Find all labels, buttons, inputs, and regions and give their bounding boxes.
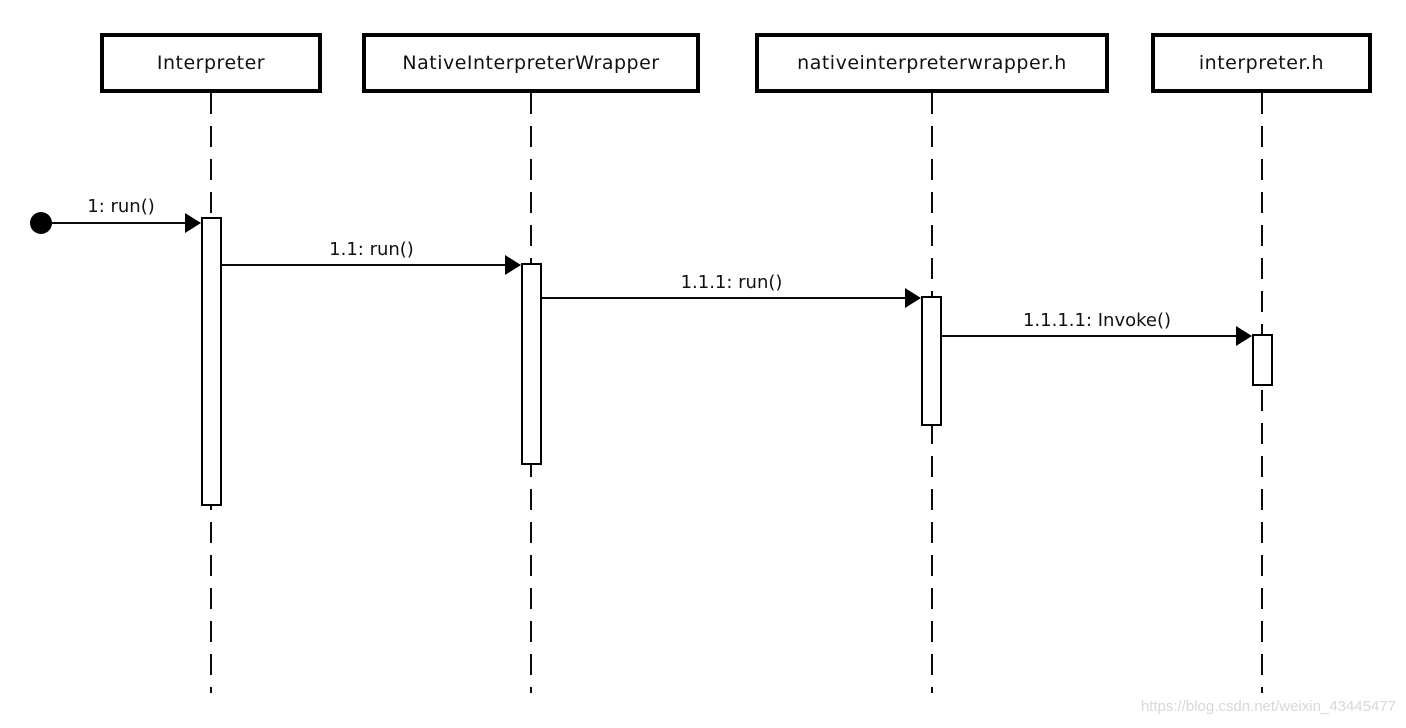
participant-label: NativeInterpreterWrapper <box>402 52 660 74</box>
message-line-1-1 <box>222 264 508 266</box>
participant-nativeinterpreterwrapper-h: nativeinterpreterwrapper.h <box>755 33 1109 93</box>
message-label-1-1: 1.1: run() <box>329 239 414 260</box>
message-label-1-1-1-1: 1.1.1.1: Invoke() <box>1022 310 1172 331</box>
message-line-1-1-1 <box>542 297 908 299</box>
participant-label: interpreter.h <box>1198 52 1325 74</box>
watermark-url: https://blog.csdn.net/weixin_43445477 <box>1140 698 1396 715</box>
arrowhead-icon <box>505 255 521 275</box>
activation-bar-native-interpreter-wrapper <box>521 263 542 465</box>
activation-bar-interpreter <box>201 217 222 506</box>
message-label-1: 1: run() <box>87 196 155 217</box>
lifeline-interpreter-h <box>1261 93 1263 693</box>
message-line-1 <box>41 222 188 224</box>
arrowhead-icon <box>1236 326 1252 346</box>
arrowhead-icon <box>905 288 921 308</box>
participant-native-interpreter-wrapper: NativeInterpreterWrapper <box>362 33 700 93</box>
message-line-1-1-1-1 <box>942 335 1239 337</box>
activation-bar-interpreter-h <box>1252 334 1273 386</box>
participant-label: nativeinterpreterwrapper.h <box>797 52 1067 74</box>
activation-bar-nativeinterpreterwrapper-h <box>921 296 942 426</box>
participant-interpreter: Interpreter <box>100 33 322 93</box>
message-label-1-1-1: 1.1.1: run() <box>680 272 783 293</box>
participant-label: Interpreter <box>156 52 266 74</box>
participant-interpreter-h: interpreter.h <box>1151 33 1372 93</box>
initial-node <box>30 212 52 234</box>
arrowhead-icon <box>185 213 201 233</box>
